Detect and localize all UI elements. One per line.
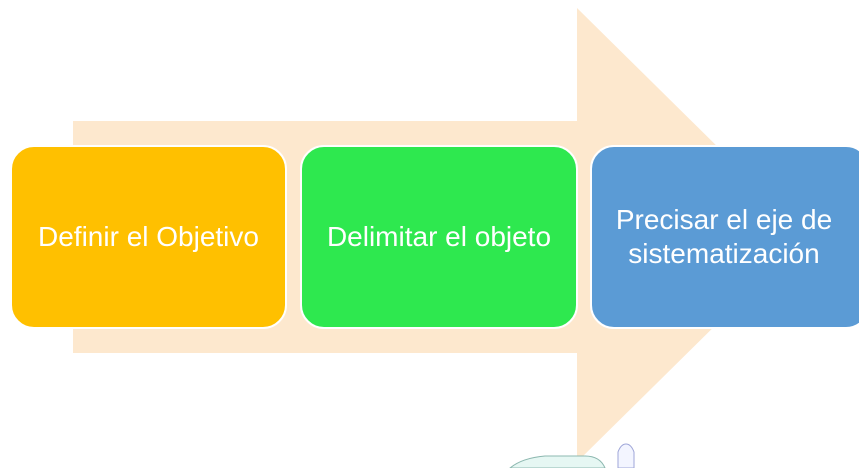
step-card-delimit-object: Delimitar el objeto (300, 145, 578, 329)
step-card-define-objective: Definir el Objetivo (10, 145, 287, 329)
step-label: Definir el Objetivo (38, 221, 259, 253)
step-card-systematization-axis: Precisar el eje de sistematización (590, 145, 859, 329)
step-label: Delimitar el objeto (326, 221, 552, 253)
step-label: Precisar el eje de sistematización (615, 204, 833, 269)
